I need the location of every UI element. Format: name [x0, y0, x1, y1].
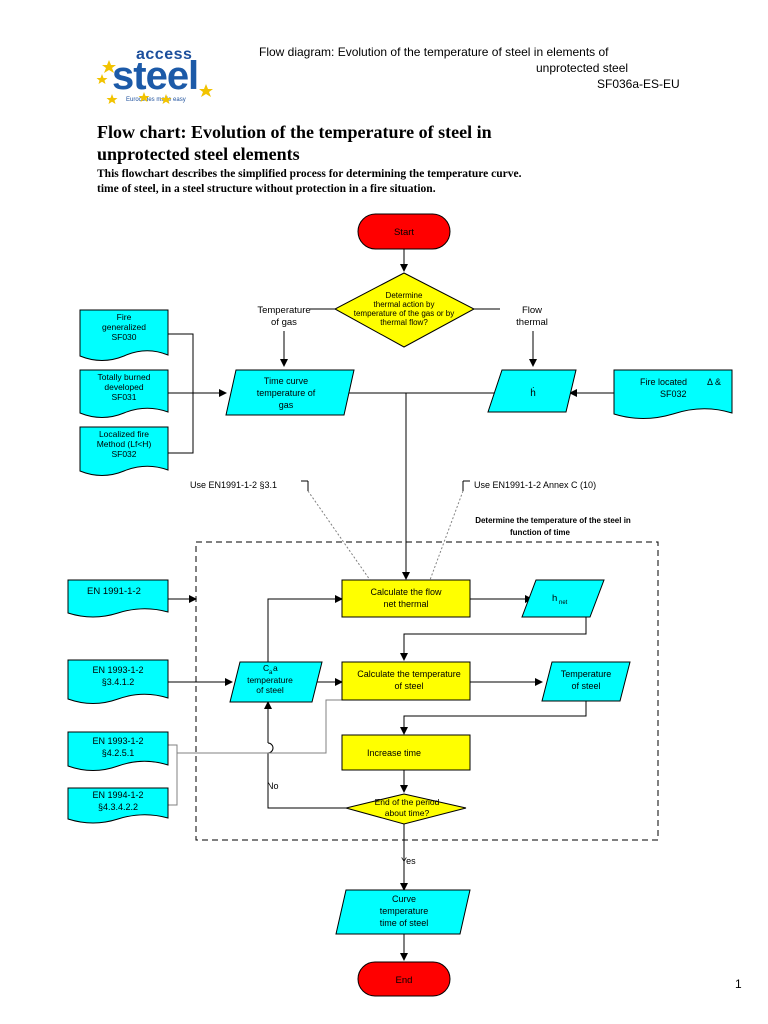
- doc-en1993-4251: [67, 731, 169, 771]
- yes-label: Yes: [401, 856, 416, 866]
- decision1-line3: temperature of the gas or by: [354, 309, 455, 318]
- header-doc-id: SF036a-ES-EU: [597, 77, 680, 91]
- process-calculate-temperature: [341, 661, 471, 701]
- doc-totally-burned-line3: SF031: [111, 392, 136, 402]
- io-ca-temperature-steel: [229, 661, 323, 703]
- ca-a: a: [273, 663, 278, 673]
- calc-temp-line2: of steel: [394, 681, 423, 691]
- doc-localized-fire: [79, 426, 169, 476]
- description-line2: time of steel, in a steel structure with…: [97, 183, 436, 195]
- time-curve-line1: Time curve: [264, 376, 308, 386]
- fire-located-glyph: Δ &: [707, 377, 721, 387]
- doc-fire-located: [613, 369, 733, 419]
- doc-localized-fire-line3: SF032: [111, 449, 136, 459]
- increase-time-label: Increase time: [367, 748, 421, 758]
- ca-symbol: C: [263, 663, 269, 673]
- curve-out-line1: Curve: [392, 894, 416, 904]
- io-time-curve-gas: [225, 369, 355, 416]
- ca-steel-line: of steel: [256, 685, 284, 695]
- process-increase-time: [341, 734, 471, 771]
- doc-fire-located-line1: Fire located: [640, 377, 687, 387]
- page-title-line2: unprotected steel elements: [97, 144, 300, 164]
- doc-en1993-3412-line1: EN 1993-1-2: [92, 665, 143, 675]
- temp-steel-line2: of steel: [571, 681, 600, 691]
- calc-flow-line1: Calculate the flow: [370, 587, 442, 597]
- flux-symbol: ḣ: [530, 386, 536, 399]
- doc-en1991-label: EN 1991-1-2: [87, 586, 141, 597]
- time-curve-line2: temperature of: [257, 388, 316, 398]
- doc-localized-fire-line2: Method (Lf<H): [97, 439, 152, 449]
- ca-subscript: a: [269, 670, 273, 676]
- note-en1991-31: Use EN1991-1-2 §3.1: [190, 480, 277, 490]
- io-flux: [487, 369, 577, 413]
- branch-right-line2: thermal: [516, 317, 548, 328]
- process-calculate-flow: [341, 579, 471, 618]
- branch-left-line2: of gas: [271, 317, 297, 328]
- branch-right-line1: Flow: [522, 305, 542, 316]
- doc-totally-burned-line1: Totally burned: [98, 372, 151, 382]
- decision-end-period: [344, 793, 467, 825]
- decision1-line2: thermal action by: [374, 300, 435, 309]
- decision2-line1: End of the period: [375, 797, 440, 807]
- doc-fire-generalized-line3: SF030: [111, 332, 136, 342]
- description-line1: This flowchart describes the simplified …: [97, 168, 522, 180]
- doc-totally-burned: [79, 369, 169, 418]
- logo-tagline: Eurocodes made easy: [126, 97, 186, 103]
- decision1-line1: Determine: [386, 291, 423, 300]
- note-en1991-annex-c: Use EN1991-1-2 Annex C (10): [474, 480, 596, 490]
- doc-en1994-line2: §4.3.4.2.2: [98, 802, 138, 812]
- decision1-line4: thermal flow?: [380, 318, 428, 327]
- no-label: No: [267, 781, 279, 791]
- steel-temperature-region: [195, 541, 659, 841]
- doc-fire-generalized: [79, 309, 169, 361]
- doc-en1993-4251-line2: §4.2.5.1: [102, 748, 135, 758]
- io-temperature-steel: [541, 661, 631, 702]
- header-line2: unprotected steel: [536, 61, 629, 75]
- doc-en1994: [67, 787, 169, 824]
- page-number: 1: [735, 977, 742, 991]
- branch-left-line1: Temperature: [257, 305, 310, 316]
- h-net-subscript: net: [559, 600, 568, 606]
- curve-out-line3: time of steel: [380, 918, 429, 928]
- doc-en1993-3412: [67, 659, 169, 704]
- doc-en1993-3412-line2: §3.4.1.2: [102, 677, 135, 687]
- header-line1: Flow diagram: Evolution of the temperatu…: [259, 45, 609, 59]
- doc-fire-located-line2: SF032: [660, 389, 687, 399]
- curve-out-line2: temperature: [380, 906, 429, 916]
- doc-en1994-line1: EN 1994-1-2: [92, 790, 143, 800]
- doc-en1991: [67, 579, 169, 618]
- access-steel-logo: access steel Eurocodes made easy: [96, 44, 226, 108]
- time-curve-line3: gas: [279, 400, 294, 410]
- region-title-line2: function of time: [510, 528, 571, 537]
- start-terminal: [357, 213, 451, 250]
- calc-temp-line1: Calculate the temperature: [357, 669, 461, 679]
- logo-steel-text: steel: [112, 54, 199, 98]
- doc-fire-generalized-line2: generalized: [102, 322, 146, 332]
- doc-localized-fire-line1: Localized fire: [99, 429, 149, 439]
- end-label: End: [396, 975, 413, 986]
- end-terminal: [357, 961, 451, 997]
- logo-stars-icon: [96, 60, 213, 104]
- ca-temperature-line: temperature: [247, 675, 293, 685]
- io-curve-temperature-time: [335, 889, 471, 935]
- start-label: Start: [394, 227, 414, 238]
- io-h-net: [521, 579, 605, 618]
- doc-fire-generalized-line1: Fire: [117, 312, 132, 322]
- logo-access-text: access: [136, 46, 193, 63]
- decision-thermal-action: [333, 272, 476, 348]
- calc-flow-line2: net thermal: [383, 599, 428, 609]
- doc-totally-burned-line2: developed: [104, 382, 144, 392]
- temp-steel-line1: Temperature: [561, 669, 612, 679]
- region-title-line1: Determine the temperature of the steel i…: [475, 516, 631, 525]
- h-net-symbol: h: [552, 593, 557, 604]
- page-title-line1: Flow chart: Evolution of the temperature…: [97, 122, 492, 142]
- decision2-line2: about time?: [385, 808, 430, 818]
- doc-en1993-4251-line1: EN 1993-1-2: [92, 736, 143, 746]
